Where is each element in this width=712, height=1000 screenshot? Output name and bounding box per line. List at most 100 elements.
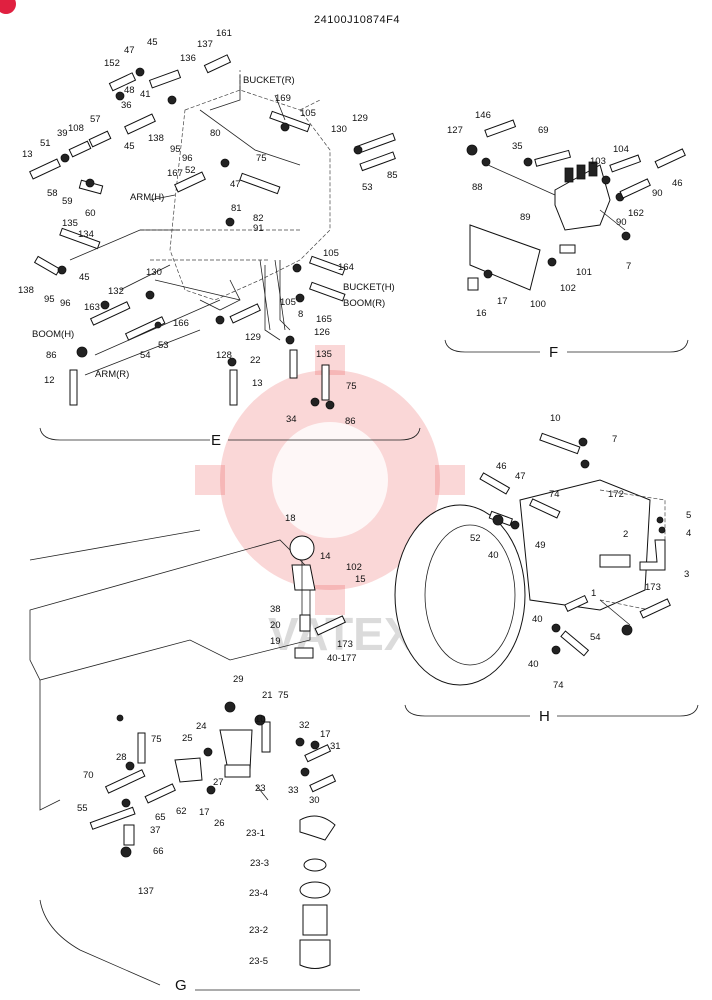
callout-f-9: 162 [628, 208, 644, 219]
callout-g-33: 23-1 [246, 828, 265, 839]
callout-h-16: 40 [532, 614, 543, 625]
callout-g-36: 23-2 [249, 925, 268, 936]
callout-g-2: 102 [346, 562, 362, 573]
callout-g-7: 19 [270, 636, 281, 647]
callout-e-29: 167 [167, 168, 183, 179]
callout-e-17: 138 [148, 133, 164, 144]
callout-g-5: 20 [270, 620, 281, 631]
callout-g-18: 31 [330, 741, 341, 752]
callout-e-52: 126 [314, 327, 330, 338]
callout-e-27: 59 [62, 196, 73, 207]
section-label-e: E [211, 432, 221, 449]
callout-g-6: 173 [337, 639, 353, 650]
callout-e-39: 45 [79, 272, 90, 283]
hose-label-bucket-r: BUCKET(R) [243, 75, 295, 86]
section-label-h: H [539, 708, 550, 725]
callout-g-31: 137 [138, 886, 154, 897]
callout-e-46: 105 [280, 297, 296, 308]
callout-e-16: 13 [22, 149, 33, 160]
callout-f-2: 69 [538, 125, 549, 136]
callout-e-21: 80 [210, 128, 221, 139]
callout-f-7: 90 [652, 188, 663, 199]
callout-e-26: 58 [47, 188, 58, 199]
callout-g-26: 37 [150, 825, 161, 836]
callout-e-55: 128 [216, 350, 232, 361]
callout-h-3: 47 [515, 471, 526, 482]
callout-f-5: 103 [590, 156, 606, 167]
callout-e-40: 130 [146, 267, 162, 278]
callout-e-38: 164 [338, 262, 354, 273]
callout-e-12: 57 [90, 114, 101, 125]
callout-e-15: 51 [40, 138, 51, 149]
callout-g-29: 26 [214, 818, 225, 829]
callout-g-21: 27 [213, 777, 224, 788]
callout-g-12: 24 [196, 721, 207, 732]
callout-g-32: 23 [255, 783, 266, 794]
callout-e-14: 39 [57, 128, 68, 139]
callout-e-33: 82 [253, 213, 264, 224]
section-e-drawing: BUCKET(R) ARM(H) BUCKET(H) BOOM(R) BOOM(… [29, 54, 421, 449]
callout-h-18: 74 [553, 680, 564, 691]
callout-g-35: 23-4 [249, 888, 268, 899]
callout-e-35: 135 [62, 218, 78, 229]
callout-g-22: 33 [288, 785, 299, 796]
section-f-drawing: F [444, 119, 689, 361]
callout-f-14: 102 [560, 283, 576, 294]
callout-e-36: 134 [78, 229, 94, 240]
callout-f-6: 88 [472, 182, 483, 193]
callout-e-45: 163 [84, 302, 100, 313]
callout-e-56: 129 [245, 332, 261, 343]
callout-h-0: 10 [550, 413, 561, 424]
callout-h-17: 40 [528, 659, 539, 670]
diagram-id: 24100J10874F4 [314, 14, 400, 26]
callout-e-43: 96 [60, 298, 71, 309]
callout-g-17: 25 [182, 733, 193, 744]
callout-f-8: 46 [672, 178, 683, 189]
callout-e-7: 41 [140, 89, 151, 100]
callout-h-9: 2 [623, 529, 628, 540]
callout-e-37: 105 [323, 248, 339, 259]
callout-e-31: 60 [85, 208, 96, 219]
callout-e-5: 136 [180, 53, 196, 64]
callout-e-13: 108 [68, 123, 84, 134]
callout-e-61: 34 [286, 414, 297, 425]
callout-g-0: 18 [285, 513, 296, 524]
callout-g-20: 70 [83, 770, 94, 781]
callout-g-34: 23-3 [250, 858, 269, 869]
callout-e-18: 130 [331, 124, 347, 135]
callout-h-5: 74 [549, 489, 560, 500]
callout-e-20: 45 [124, 141, 135, 152]
section-g-drawing: G [29, 529, 360, 994]
callout-e-57: 22 [250, 355, 261, 366]
callout-g-15: 17 [320, 729, 331, 740]
callout-h-6: 5 [686, 510, 691, 521]
callout-e-3: 152 [104, 58, 120, 69]
callout-e-9: 105 [300, 108, 316, 119]
callout-e-24: 52 [185, 165, 196, 176]
callout-e-62: 86 [345, 416, 356, 427]
callout-h-8: 4 [686, 528, 691, 539]
callout-e-49: 166 [173, 318, 189, 329]
callout-g-16: 75 [151, 734, 162, 745]
callout-e-19: 95 [170, 144, 181, 155]
callout-h-7: 52 [470, 533, 481, 544]
callout-f-15: 17 [497, 296, 508, 307]
callout-e-6: 48 [124, 85, 135, 96]
callout-e-42: 95 [44, 294, 55, 305]
callout-f-13: 101 [576, 267, 592, 278]
hose-label-boom-r: BOOM(R) [343, 298, 385, 309]
callout-f-3: 35 [512, 141, 523, 152]
callout-f-16: 100 [530, 299, 546, 310]
hose-label-arm-h: ARM(H) [130, 192, 164, 203]
callout-h-14: 1 [591, 588, 596, 599]
callout-f-12: 7 [626, 261, 631, 272]
callout-e-1: 45 [147, 37, 158, 48]
hose-label-arm-r: ARM(R) [95, 369, 129, 380]
callout-h-2: 46 [496, 461, 507, 472]
callout-e-10: 36 [121, 100, 132, 111]
section-h-drawing: H [394, 432, 699, 725]
callout-e-8: 169 [275, 93, 291, 104]
callout-g-23: 62 [176, 806, 187, 817]
callout-e-25: 53 [362, 182, 373, 193]
